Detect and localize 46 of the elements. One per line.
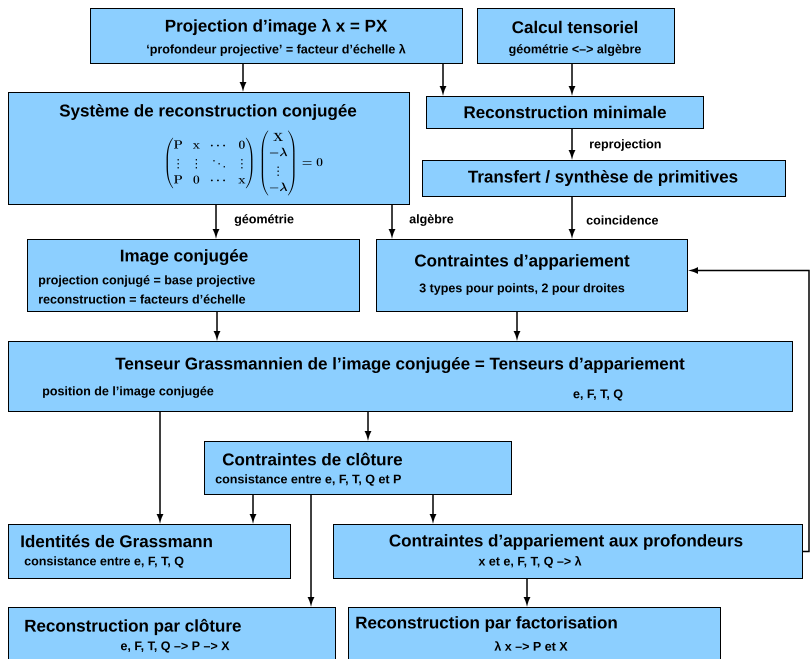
matrix-equation: $\begin{pmatrix}\mathbf{P} & \mathbf{x} & \cdots & \mathbf{0}\\ \vdots & \vdots & \ddots & \vdots\\ \mathbf{P} & \mathbf{0} & \cdots & \mathbf{x}\end{pmatrix}\begin{pmatrix}\mathbf{X}\\ -\lambda\\ \vdots\\ -\lambda\end{pmatrix}=\mathbf{0}$ [166,130,322,196]
box-subtitle: géométrie <–> algèbre [509,44,641,56]
box-subtitle: position de l’image conjugée [43,386,214,398]
arrow [569,129,575,158]
box-subtitle: x et e, F, T, Q –> λ [478,556,582,568]
arrow [524,579,530,604]
box-subtitle: consistance entre e, F, T, Q [24,556,184,568]
box-title: Reconstruction par clôture [25,618,241,636]
box-title: Tenseur Grassmannien de l’image conjugée = Tenseurs d’appariement [115,356,685,374]
box-title: Transfert / synthèse de primitives [468,170,738,186]
box-title: Reconstruction minimale [464,106,666,118]
box-subtitle: ‘profondeur projective’ = facteur d’échelle λ [147,44,406,56]
box-title: Calcul tensoriel [512,20,638,34]
box-subtitle: consistance entre e, F, T, Q et P [216,474,401,486]
box-title: Système de reconstruction conjugée [60,104,356,120]
arrow [440,64,446,94]
box-title: Reconstruction par factorisation [356,616,617,632]
box-title: Contraintes d’appariement [415,254,630,270]
edge-label: géométrie [233,213,295,227]
arrow [569,197,575,236]
edge-label: algèbre [408,213,455,227]
box-subtitle: e, F, T, Q –> P –> X [120,641,230,653]
box-subtitle: reconstruction = facteurs d’échelle [39,294,246,304]
arrow [250,495,256,522]
box-subtitle: projection conjugé = base projective [39,275,255,287]
box-subtitle: λ x –> P et X [494,641,568,651]
box-title: Contraintes d’appariement aux profondeurs [390,534,742,550]
box-subtitle: 3 types pour points, 2 pour droites [420,283,624,295]
box-title: Projection d’image λ x = PX [166,18,388,36]
arrow [430,495,436,522]
arrow [157,412,163,522]
box-title: Image conjugée [120,248,248,266]
arrow [308,495,314,604]
arrow [214,312,220,338]
arrow [389,205,395,236]
arrow [213,205,219,236]
arrow [240,64,246,90]
arrow [514,312,520,338]
arrow [365,412,371,438]
arrow [690,268,810,552]
edge-label: reprojection [588,138,662,152]
arrow [569,64,575,94]
box-title: Contraintes de clôture [222,452,402,466]
box-subtitle: e, F, T, Q [573,389,622,401]
edge-label: coincidence [585,214,660,226]
box-title: Identités de Grassmann [21,534,212,548]
